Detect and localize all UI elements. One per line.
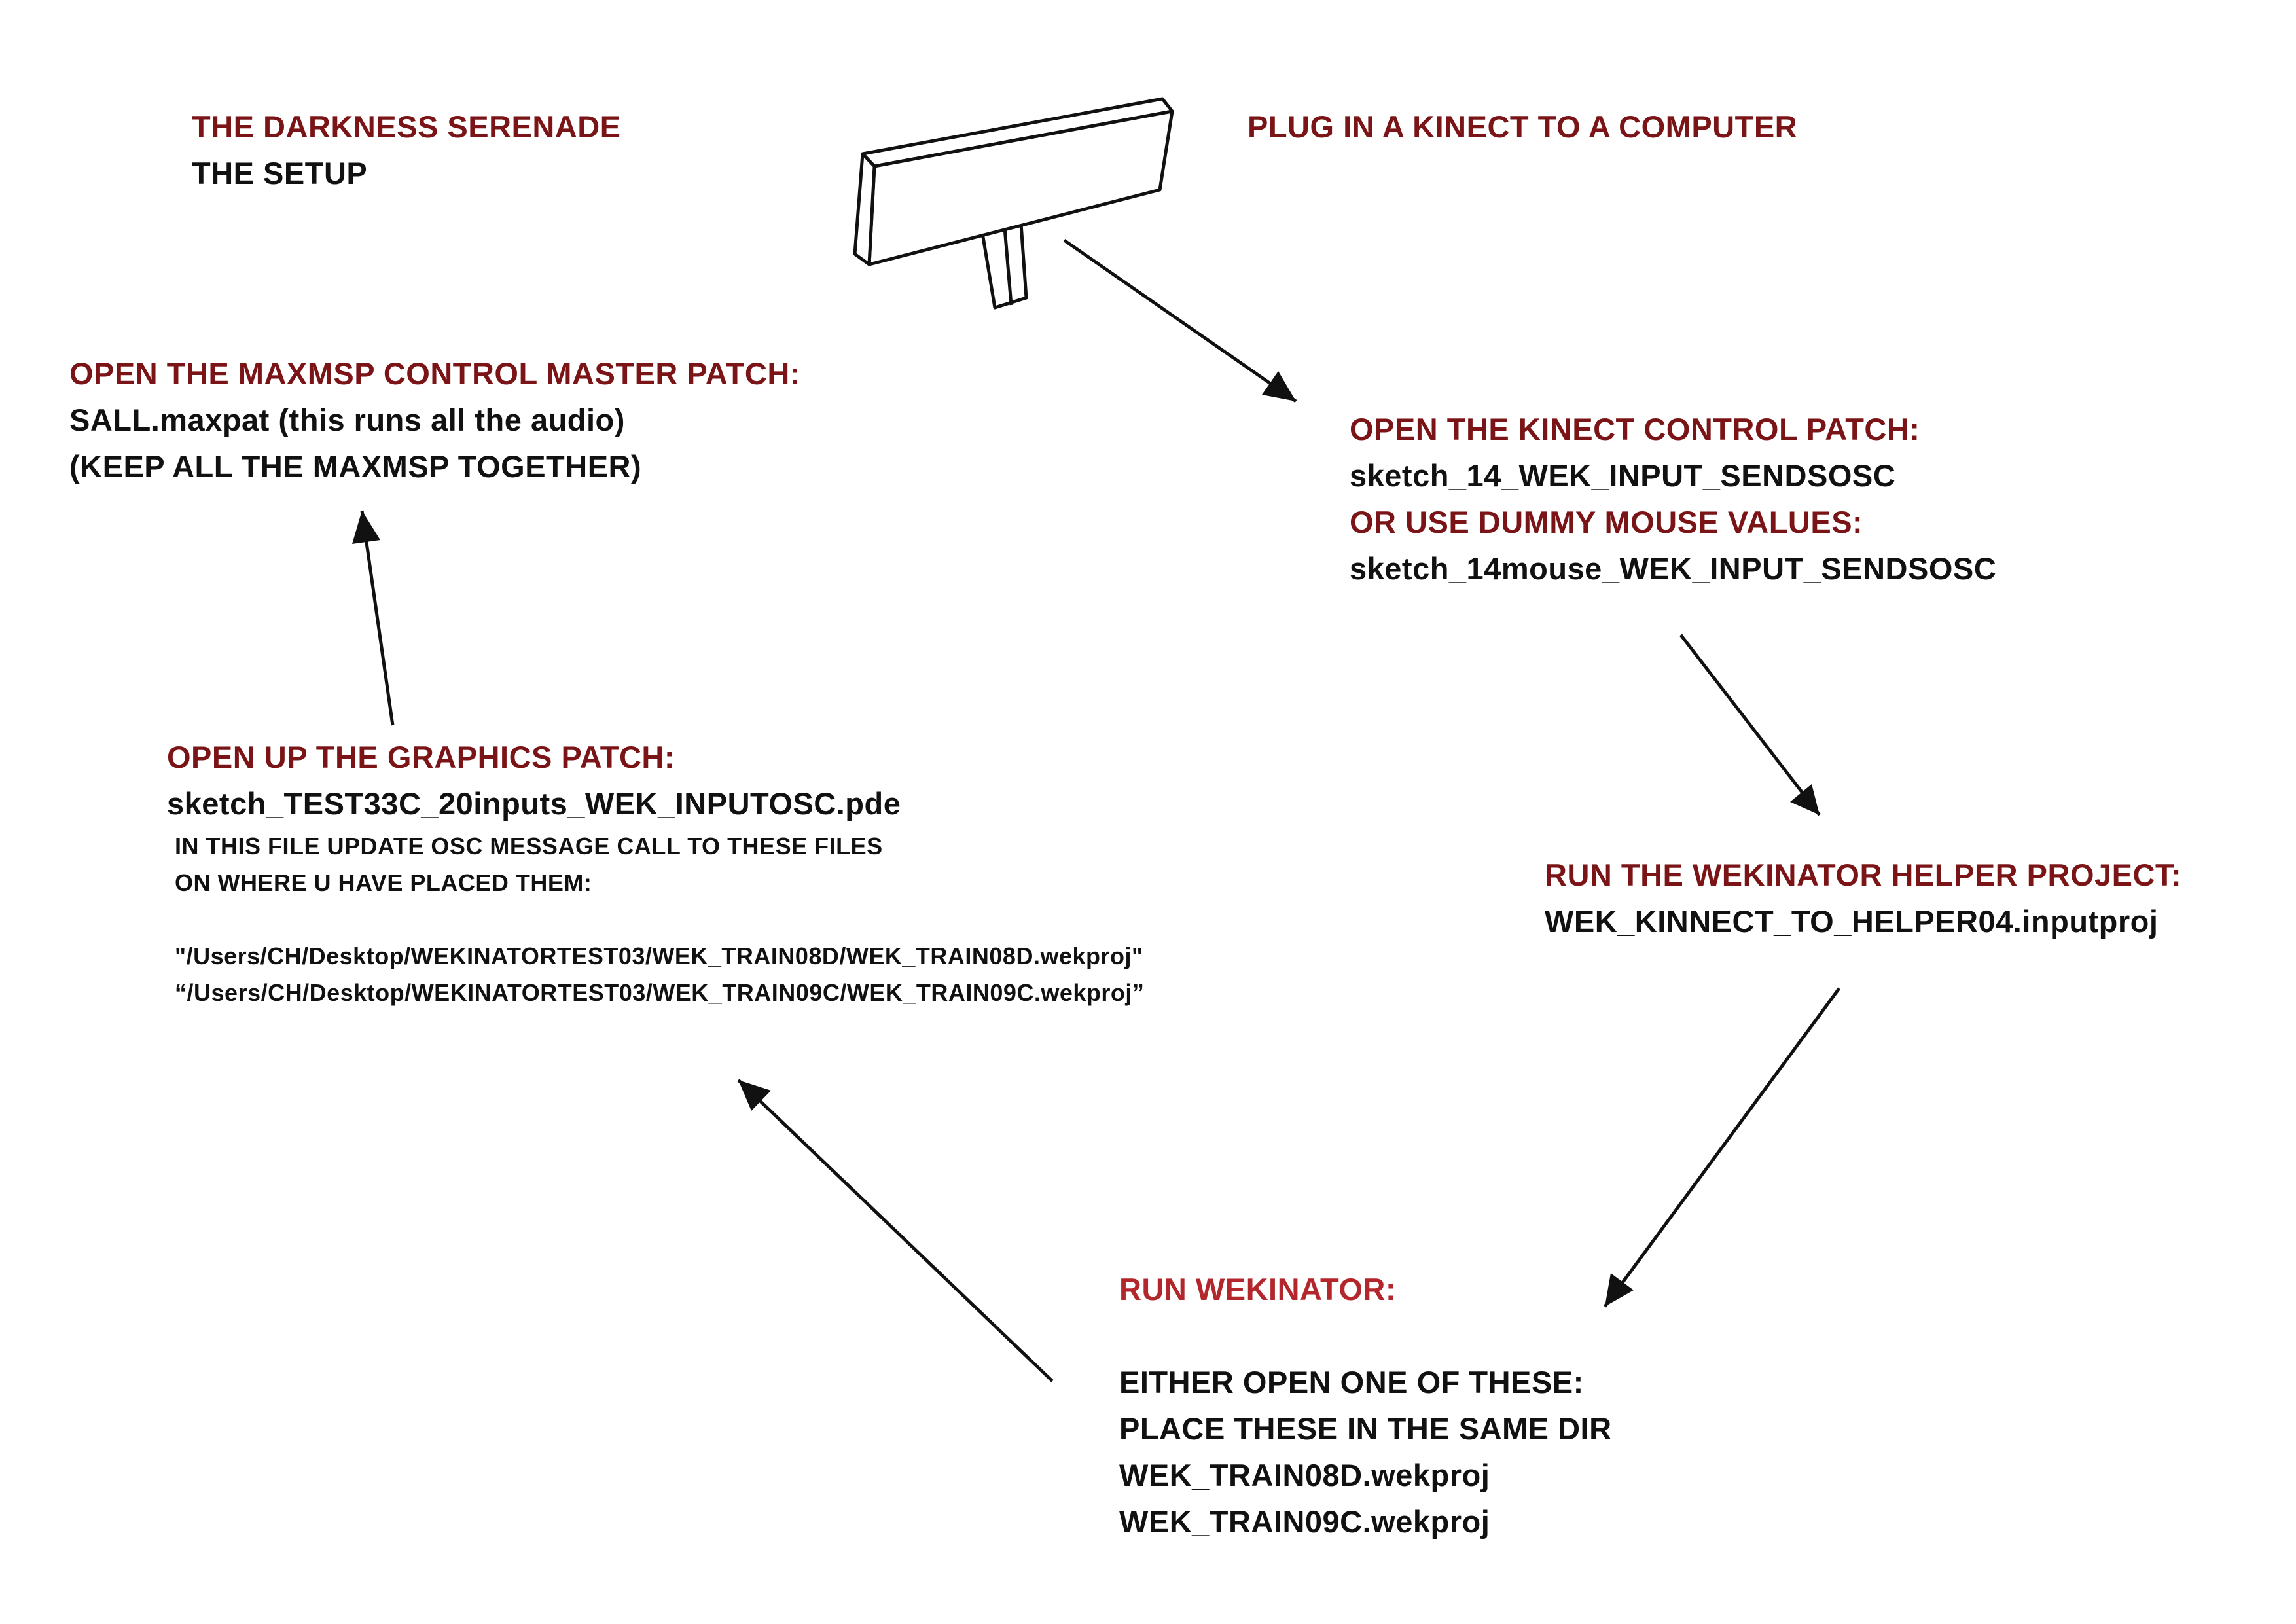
step-wekinator-file2: WEK_TRAIN09C.wekproj — [1119, 1504, 1490, 1539]
arrowhead-helper-to-wekinator — [1605, 1273, 1634, 1307]
kinect-sensor-icon — [853, 97, 1174, 310]
title-block: THE DARKNESS SERENADE THE SETUP — [192, 103, 621, 196]
step-helper-heading: RUN THE WEKINATOR HELPER PROJECT: — [1545, 857, 2182, 892]
arrow-kinect-to-patch — [1063, 238, 1297, 403]
step-kinect-heading: OPEN THE KINECT CONTROL PATCH: — [1350, 412, 1920, 446]
diagram-subtitle: THE SETUP — [192, 156, 368, 190]
arrow-graphics-to-maxmsp — [360, 510, 395, 726]
step-plug-kinect: PLUG IN A KINECT TO A COMPUTER — [1247, 103, 1797, 150]
step-graphics-patch: OPEN UP THE GRAPHICS PATCH: sketch_TEST3… — [167, 734, 1144, 1011]
step-maxmsp-line2: (KEEP ALL THE MAXMSP TOGETHER) — [69, 449, 642, 484]
step-kinect-control: OPEN THE KINECT CONTROL PATCH: sketch_14… — [1350, 406, 1996, 592]
step-wekinator-line2: PLACE THESE IN THE SAME DIR — [1119, 1411, 1612, 1446]
step-plug-heading: PLUG IN A KINECT TO A COMPUTER — [1247, 109, 1798, 144]
step-wekinator-helper: RUN THE WEKINATOR HELPER PROJECT: WEK_KI… — [1545, 852, 2181, 945]
step-kinect-alt-file: sketch_14mouse_WEK_INPUT_SENDSOSC — [1350, 551, 1997, 586]
step-wekinator-heading: RUN WEKINATOR: — [1119, 1272, 1397, 1307]
step-graphics-note2: ON WHERE U HAVE PLACED THEM: — [175, 869, 592, 896]
step-graphics-note1: IN THIS FILE UPDATE OSC MESSAGE CALL TO … — [175, 833, 883, 859]
arrowhead-kinect-to-patch — [1262, 371, 1296, 401]
diagram-title: THE DARKNESS SERENADE — [192, 109, 621, 144]
step-wekinator-file1: WEK_TRAIN08D.wekproj — [1119, 1458, 1490, 1492]
arrowhead-wekinator-to-graphics — [738, 1080, 771, 1111]
step-kinect-file: sketch_14_WEK_INPUT_SENDSOSC — [1350, 458, 1896, 493]
step-helper-file: WEK_KINNECT_TO_HELPER04.inputproj — [1545, 904, 2159, 939]
step-graphics-path2: “/Users/CH/Desktop/WEKINATORTEST03/WEK_T… — [175, 979, 1145, 1006]
step-graphics-file: sketch_TEST33C_20inputs_WEK_INPUTOSC.pde — [167, 786, 901, 821]
arrow-patch-to-helper — [1679, 634, 1821, 816]
step-kinect-alt-heading: OR USE DUMMY MOUSE VALUES: — [1350, 505, 1863, 539]
step-maxmsp-heading: OPEN THE MAXMSP CONTROL MASTER PATCH: — [69, 356, 800, 391]
step-graphics-path1: "/Users/CH/Desktop/WEKINATORTEST03/WEK_T… — [175, 943, 1143, 969]
arrowhead-graphics-to-maxmsp — [352, 511, 380, 544]
step-graphics-heading: OPEN UP THE GRAPHICS PATCH: — [167, 740, 675, 774]
arrow-helper-to-wekinator — [1603, 987, 1841, 1308]
step-wekinator-line1: EITHER OPEN ONE OF THESE: — [1119, 1365, 1584, 1399]
step-maxmsp-line1: SALL.maxpat (this runs all the audio) — [69, 403, 625, 437]
arrow-wekinator-to-graphics — [737, 1079, 1054, 1382]
step-run-wekinator: RUN WEKINATOR: EITHER OPEN ONE OF THESE:… — [1119, 1266, 1612, 1545]
step-maxmsp-patch: OPEN THE MAXMSP CONTROL MASTER PATCH: SA… — [69, 350, 800, 490]
arrowhead-patch-to-helper — [1790, 784, 1820, 815]
